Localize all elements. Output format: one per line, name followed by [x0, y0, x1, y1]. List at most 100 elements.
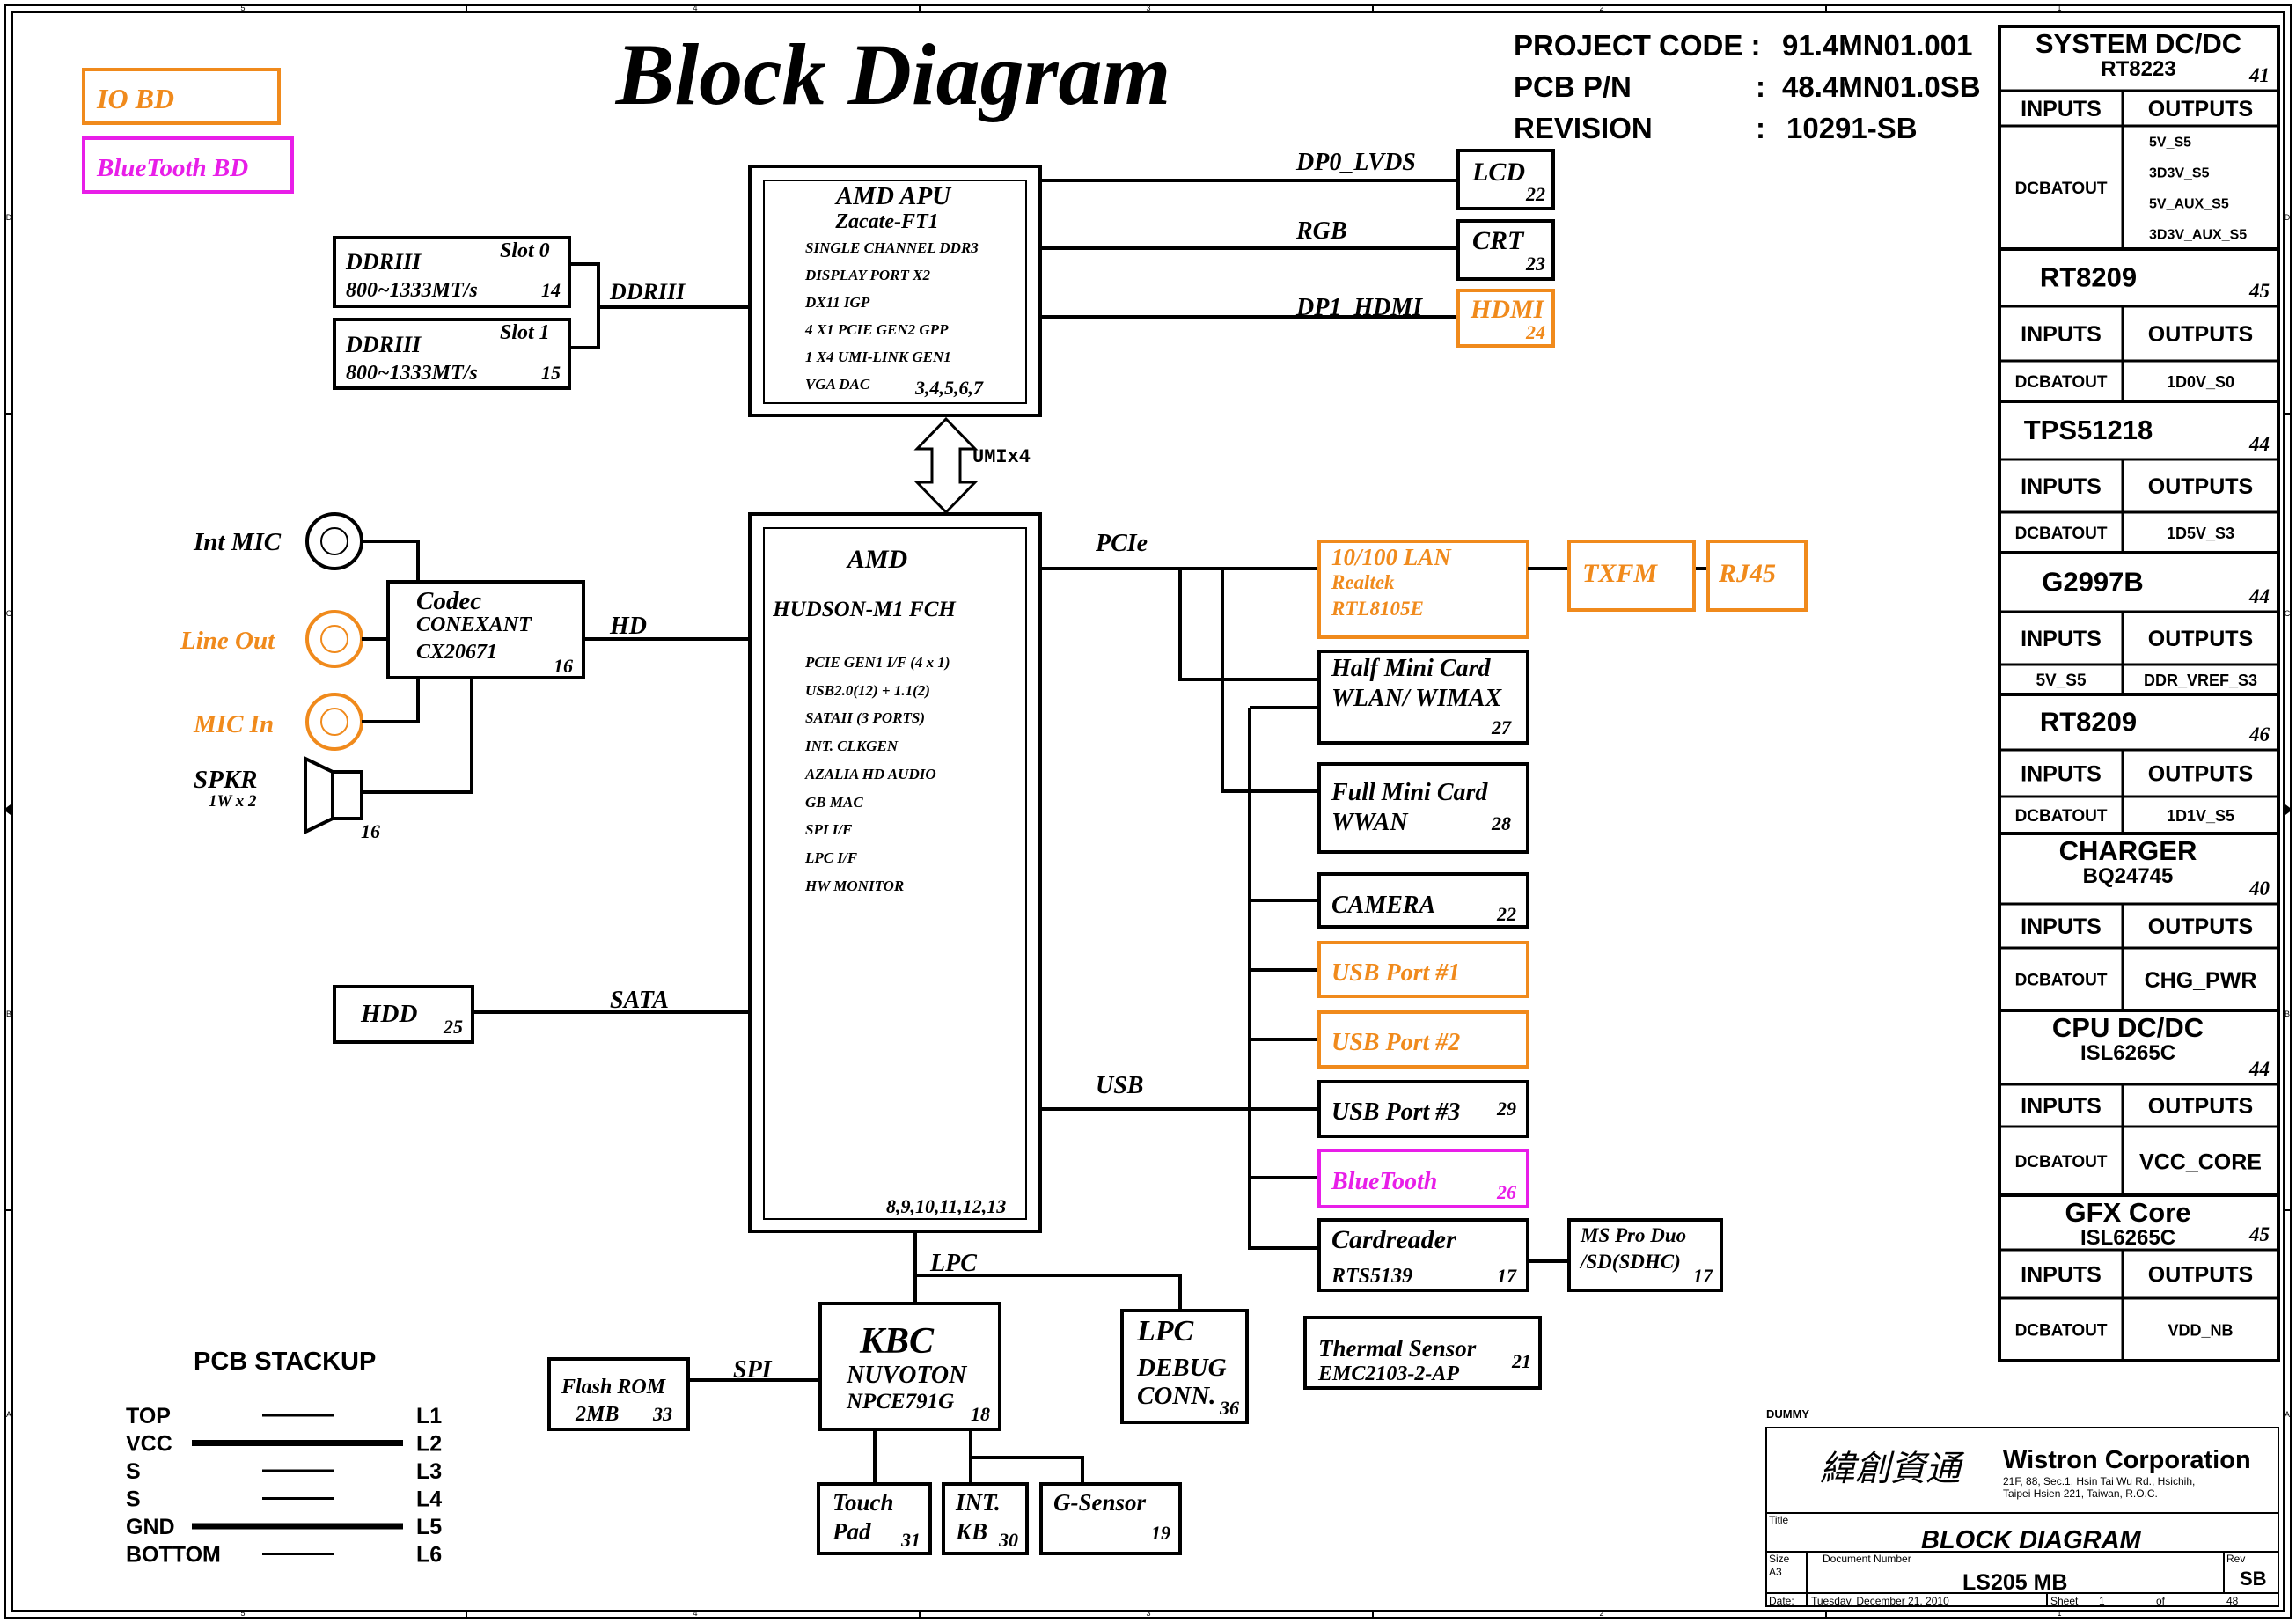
touchpad-box [817, 1482, 932, 1555]
power-block-title: CPU DC/DC [2052, 1012, 2204, 1043]
pcb-pn-colon: : [1756, 70, 1765, 103]
apu-feature: DISPLAY PORT X2 [804, 267, 930, 283]
power-block-chip: ISL6265C [2080, 1041, 2175, 1065]
apu-feature: DX11 IGP [804, 294, 870, 311]
ddr-type: DDRIII [345, 332, 422, 357]
thermal-sensor-label: Thermal Sensor [1318, 1335, 1477, 1362]
page-ref: 30 [998, 1529, 1018, 1551]
codec-box [386, 580, 585, 679]
page-ref: 29 [1496, 1098, 1516, 1120]
usb-branch-lines [1248, 706, 1319, 1250]
power-block-title: SYSTEM DC/DC [2036, 28, 2241, 59]
page-ref: 15 [541, 362, 561, 384]
border-col-label: 5 [240, 4, 245, 12]
page-title: Block Diagram [615, 26, 1171, 123]
power-inputs-header: INPUTS [2021, 474, 2102, 499]
mic-in-label: MIC In [193, 710, 274, 738]
spi-bus-label: SPI [733, 1356, 773, 1384]
title-block: DUMMY 緯創資通 Wistron Corporation 21F, 88, … [1765, 1407, 2279, 1607]
int-mic-line [362, 540, 420, 582]
page-ref: 23 [1525, 253, 1545, 275]
g-sensor-label: G-Sensor [1053, 1489, 1147, 1516]
flash-rom-box [547, 1357, 690, 1431]
power-output-rail: VDD_NB [2168, 1321, 2233, 1339]
border-arrow-icon [4, 804, 11, 815]
fch-feature: USB2.0(12) + 1.1(2) [805, 682, 930, 699]
fch-feature: HW MONITOR [804, 878, 904, 894]
revision: 10291-SB [1786, 112, 1918, 144]
lpc-bus-label: LPC [929, 1250, 977, 1277]
mic-in-jack-icon [305, 693, 363, 751]
power-outputs-header: OUTPUTS [2148, 474, 2253, 499]
rj45-box [1706, 540, 1808, 612]
int-kb-line1: INT. [955, 1489, 1001, 1516]
bluetooth-label: BlueTooth [1331, 1168, 1437, 1195]
power-input-rail: 5V_S5 [2036, 672, 2086, 690]
power-block-frame [1998, 1193, 2280, 1362]
page-ref: 16 [554, 655, 573, 677]
flash-rom-size: 2MB [575, 1403, 619, 1426]
hdmi-box [1456, 289, 1555, 348]
project-code: 91.4MN01.001 [1782, 29, 1972, 62]
apu-feature: VGA DAC [805, 376, 870, 393]
page-ref: 25 [443, 1016, 463, 1038]
power-block-title: RT8209 [2040, 262, 2137, 293]
lcd-label: LCD [1471, 158, 1525, 187]
rev-label: Rev [2226, 1553, 2245, 1565]
fch-feature: SPI I/F [805, 821, 853, 838]
apu-feature: 1 X4 UMI-LINK GEN1 [805, 349, 951, 365]
usb-port-3-box [1317, 1080, 1529, 1138]
power-output-rail: 5V_AUX_S5 [2149, 197, 2229, 212]
stackup-title: PCB STACKUP [194, 1348, 376, 1376]
page-ref: 24 [1525, 321, 1545, 343]
full-mini-card-line2: WWAN [1331, 809, 1409, 836]
cardreader-box [1317, 1218, 1529, 1292]
sata-bus-label: SATA [610, 987, 669, 1014]
power-output-rail: 1D1V_S5 [2167, 807, 2234, 825]
thermal-sensor-model: EMC2103-2-AP [1317, 1362, 1459, 1385]
lan-title: 10/100 LAN [1331, 544, 1452, 570]
page-ref: 3,4,5,6,7 [914, 377, 984, 399]
ms-pro-box [1567, 1218, 1723, 1292]
hdmi-label: HDMI [1470, 295, 1545, 324]
fch-title: AMD [846, 545, 907, 574]
stackup-layer-name: BOTTOM [126, 1543, 221, 1568]
power-inputs-header: INPUTS [2021, 1094, 2102, 1119]
power-outputs-header: OUTPUTS [2148, 97, 2253, 121]
page-ref: 44 [2248, 1058, 2270, 1080]
page-ref: 14 [541, 279, 561, 301]
int-mic-jack-icon [305, 512, 363, 570]
page-ref: 19 [1151, 1522, 1170, 1544]
page-ref: 31 [900, 1529, 921, 1551]
sheet-number: 1 [2099, 1595, 2105, 1607]
power-input-rail: DCBATOUT [2015, 1153, 2108, 1171]
power-block-title: CHARGER [2059, 835, 2197, 866]
fch-feature: PCIE GEN1 I/F (4 x 1) [804, 654, 950, 671]
lpc-debug-line1: LPC [1136, 1315, 1194, 1348]
power-input-rail: DCBATOUT [2015, 180, 2108, 198]
usb-bus-label: USB [1096, 1072, 1143, 1099]
int-kb-box [942, 1482, 1029, 1555]
usb-port-1-label: USB Port #1 [1331, 959, 1460, 987]
ms-pro-line1: MS Pro Duo [1580, 1224, 1686, 1246]
power-inputs-header: INPUTS [2021, 914, 2102, 939]
power-input-rail: DCBATOUT [2015, 373, 2108, 392]
border-row-label: B [2285, 1010, 2290, 1018]
border-arrow-icon [2285, 804, 2292, 815]
power-outputs-header: OUTPUTS [2148, 322, 2253, 347]
date-value: Tuesday, December 21, 2010 [1811, 1595, 1949, 1607]
border-col-label: 1 [2057, 1609, 2061, 1618]
lpc-debug-box [1120, 1309, 1249, 1424]
lcd-box [1456, 149, 1555, 210]
fch-feature: SATAII (3 PORTS) [805, 709, 925, 726]
pcb-pn: 48.4MN01.0SB [1782, 70, 1981, 103]
legend-io-bd [82, 68, 281, 125]
power-block-title: RT8209 [2040, 707, 2137, 738]
stackup-layer-name: VCC [126, 1432, 172, 1457]
power-output-rail: CHG_PWR [2145, 968, 2257, 993]
